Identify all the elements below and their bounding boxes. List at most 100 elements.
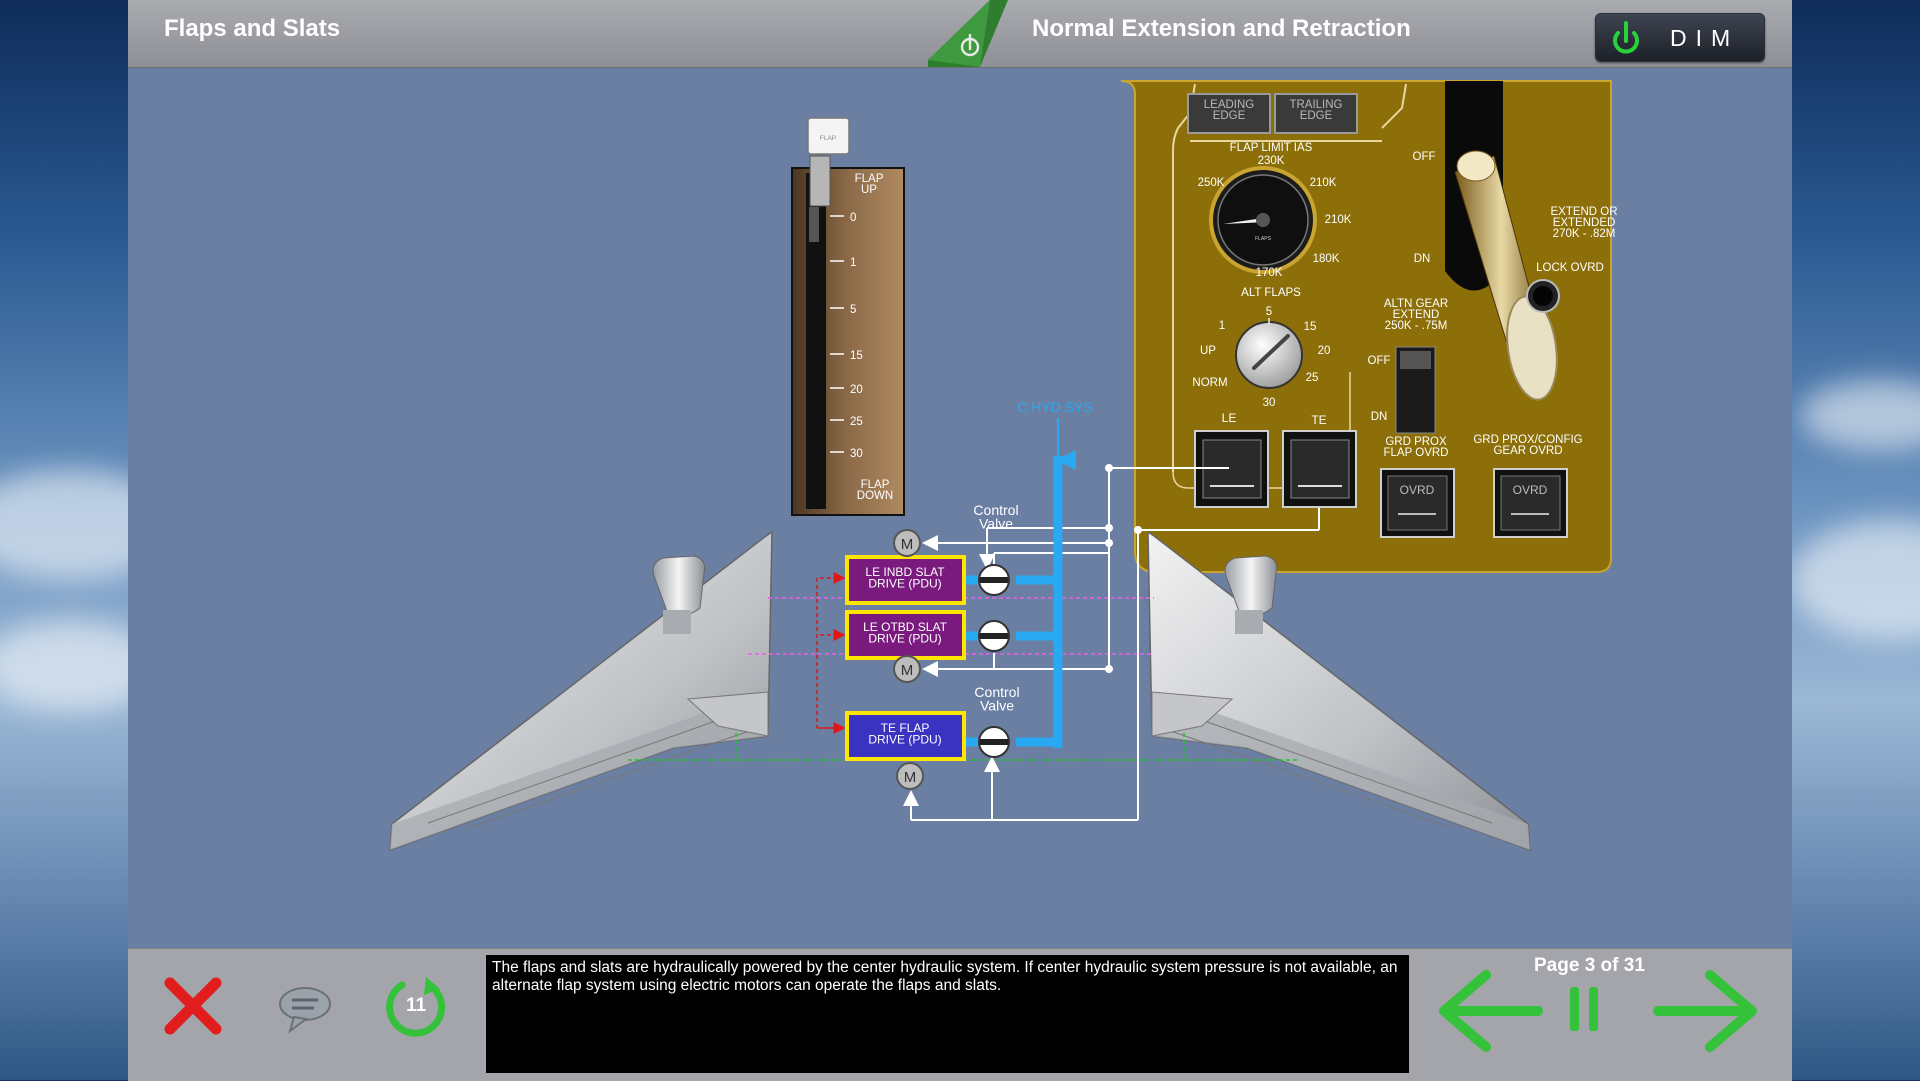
section-title: Normal Extension and Retraction bbox=[1032, 15, 1411, 42]
flap-lever-handle[interactable]: FLAP bbox=[807, 117, 850, 155]
te-alt-flap-switch[interactable] bbox=[1282, 430, 1357, 508]
left-engine bbox=[652, 555, 705, 634]
flap-limit-label: FLAP LIMIT IAS bbox=[1230, 142, 1313, 154]
c-hyd-sys-label: C HYD SYS bbox=[1017, 399, 1092, 415]
background-cloud bbox=[1790, 520, 1920, 640]
alt-flaps-position-label: 1 bbox=[1219, 320, 1225, 332]
grd-prox-gear-ovrd-switch[interactable]: OVRD bbox=[1493, 468, 1568, 538]
gear-dn-label: DN bbox=[1414, 253, 1431, 265]
speech-bubble-icon[interactable] bbox=[276, 981, 334, 1037]
motor-label: M bbox=[901, 536, 914, 553]
module-title: Flaps and Slats bbox=[164, 15, 341, 42]
gauge-speed-label: 210K bbox=[1325, 214, 1352, 226]
detent-label-20: 20 bbox=[850, 384, 863, 396]
dim-label: DIM bbox=[1670, 25, 1740, 51]
pause-icon[interactable] bbox=[1564, 983, 1604, 1035]
alt-flaps-selector-knob[interactable] bbox=[1235, 318, 1303, 389]
power-icon bbox=[1613, 21, 1639, 54]
flap-knob-label: FLAP bbox=[820, 135, 836, 142]
alt-flaps-position-label: 25 bbox=[1306, 372, 1319, 384]
gauge-speed-label: 180K bbox=[1313, 253, 1340, 265]
alt-flaps-position-label: 5 bbox=[1266, 306, 1272, 318]
dim-button[interactable]: DIM bbox=[1595, 13, 1765, 62]
te-switch-label: TE bbox=[1311, 413, 1326, 427]
gauge-speed-label: 170K bbox=[1256, 267, 1283, 279]
lock-ovrd-label: LOCK OVRD bbox=[1536, 262, 1604, 274]
lesson-frame: Flaps and Slats Normal Extension and Ret… bbox=[128, 0, 1792, 1081]
detent-label-15: 15 bbox=[850, 350, 863, 362]
motor-label: M bbox=[901, 662, 914, 679]
detent-label-0: 0 bbox=[850, 212, 856, 224]
control-valve-te bbox=[978, 726, 1010, 758]
flap-position-gauge: FLAPS bbox=[1209, 166, 1317, 274]
gauge-speed-label: 250K bbox=[1198, 177, 1225, 189]
header-bar: Flaps and Slats Normal Extension and Ret… bbox=[128, 0, 1792, 68]
altn-gear-extend-switch[interactable] bbox=[1395, 346, 1436, 434]
alt-flaps-position-label: 15 bbox=[1304, 321, 1317, 333]
alternate-motor-2: M bbox=[893, 655, 921, 683]
alt-flaps-label: ALT FLAPS bbox=[1241, 287, 1301, 299]
gear-off-label: OFF bbox=[1413, 151, 1436, 163]
gauge-speed-label: 230K bbox=[1258, 155, 1285, 167]
alt-flaps-position-label: NORM bbox=[1192, 377, 1227, 389]
gauge-center-label: FLAPS bbox=[1255, 236, 1272, 242]
right-wing bbox=[1147, 530, 1531, 852]
alternate-motor-1: M bbox=[893, 529, 921, 557]
detent-label-30: 30 bbox=[850, 448, 863, 460]
back-arrow-icon[interactable] bbox=[1434, 967, 1546, 1055]
next-arrow-icon[interactable] bbox=[1650, 967, 1762, 1055]
close-icon[interactable] bbox=[162, 975, 224, 1037]
left-wing bbox=[389, 530, 773, 852]
lock-override-button[interactable] bbox=[1526, 279, 1560, 313]
alternate-motor-3: M bbox=[896, 762, 924, 790]
page-indicator: Page 3 of 31 bbox=[1534, 955, 1645, 976]
detent-label-1: 1 bbox=[850, 257, 856, 269]
detent-label-5: 5 bbox=[850, 304, 856, 316]
ovrd-label: OVRD bbox=[1400, 483, 1435, 497]
control-valve-le-otbd bbox=[978, 620, 1010, 652]
grd-prox-flap-ovrd-switch[interactable]: OVRD bbox=[1380, 468, 1455, 538]
control-valve-le-inbd bbox=[978, 564, 1010, 596]
ovrd-label: OVRD bbox=[1513, 483, 1548, 497]
detent-label-25: 25 bbox=[850, 416, 863, 428]
replay-button[interactable]: 11 bbox=[382, 973, 450, 1041]
wiring-junctions bbox=[1105, 464, 1142, 673]
motor-label: M bbox=[904, 769, 917, 786]
background-cloud bbox=[1800, 380, 1920, 450]
airline-tail-logo-icon bbox=[928, 0, 1008, 67]
le-switch-label: LE bbox=[1222, 411, 1237, 425]
control-wiring bbox=[903, 467, 1320, 821]
footer-bar: 11 The flaps and slats are hydraulically… bbox=[128, 948, 1792, 1081]
right-engine bbox=[1224, 555, 1277, 634]
replay-icon bbox=[386, 977, 446, 1037]
alt-flaps-position-label: UP bbox=[1200, 345, 1216, 357]
landing-gear-lever[interactable] bbox=[1445, 81, 1563, 403]
replay-count: 11 bbox=[405, 995, 427, 1016]
altn-off-label: OFF bbox=[1368, 355, 1391, 367]
gauge-speed-label: 210K bbox=[1310, 177, 1337, 189]
hydraulic-lines bbox=[964, 456, 1063, 748]
altn-dn-label: DN bbox=[1371, 411, 1388, 423]
gauge-speed-labels: 230K 250K 210K 210K 180K 170K bbox=[1198, 155, 1352, 279]
narration-text: The flaps and slats are hydraulically po… bbox=[486, 955, 1409, 1073]
alt-flaps-position-label: 30 bbox=[1263, 397, 1276, 409]
